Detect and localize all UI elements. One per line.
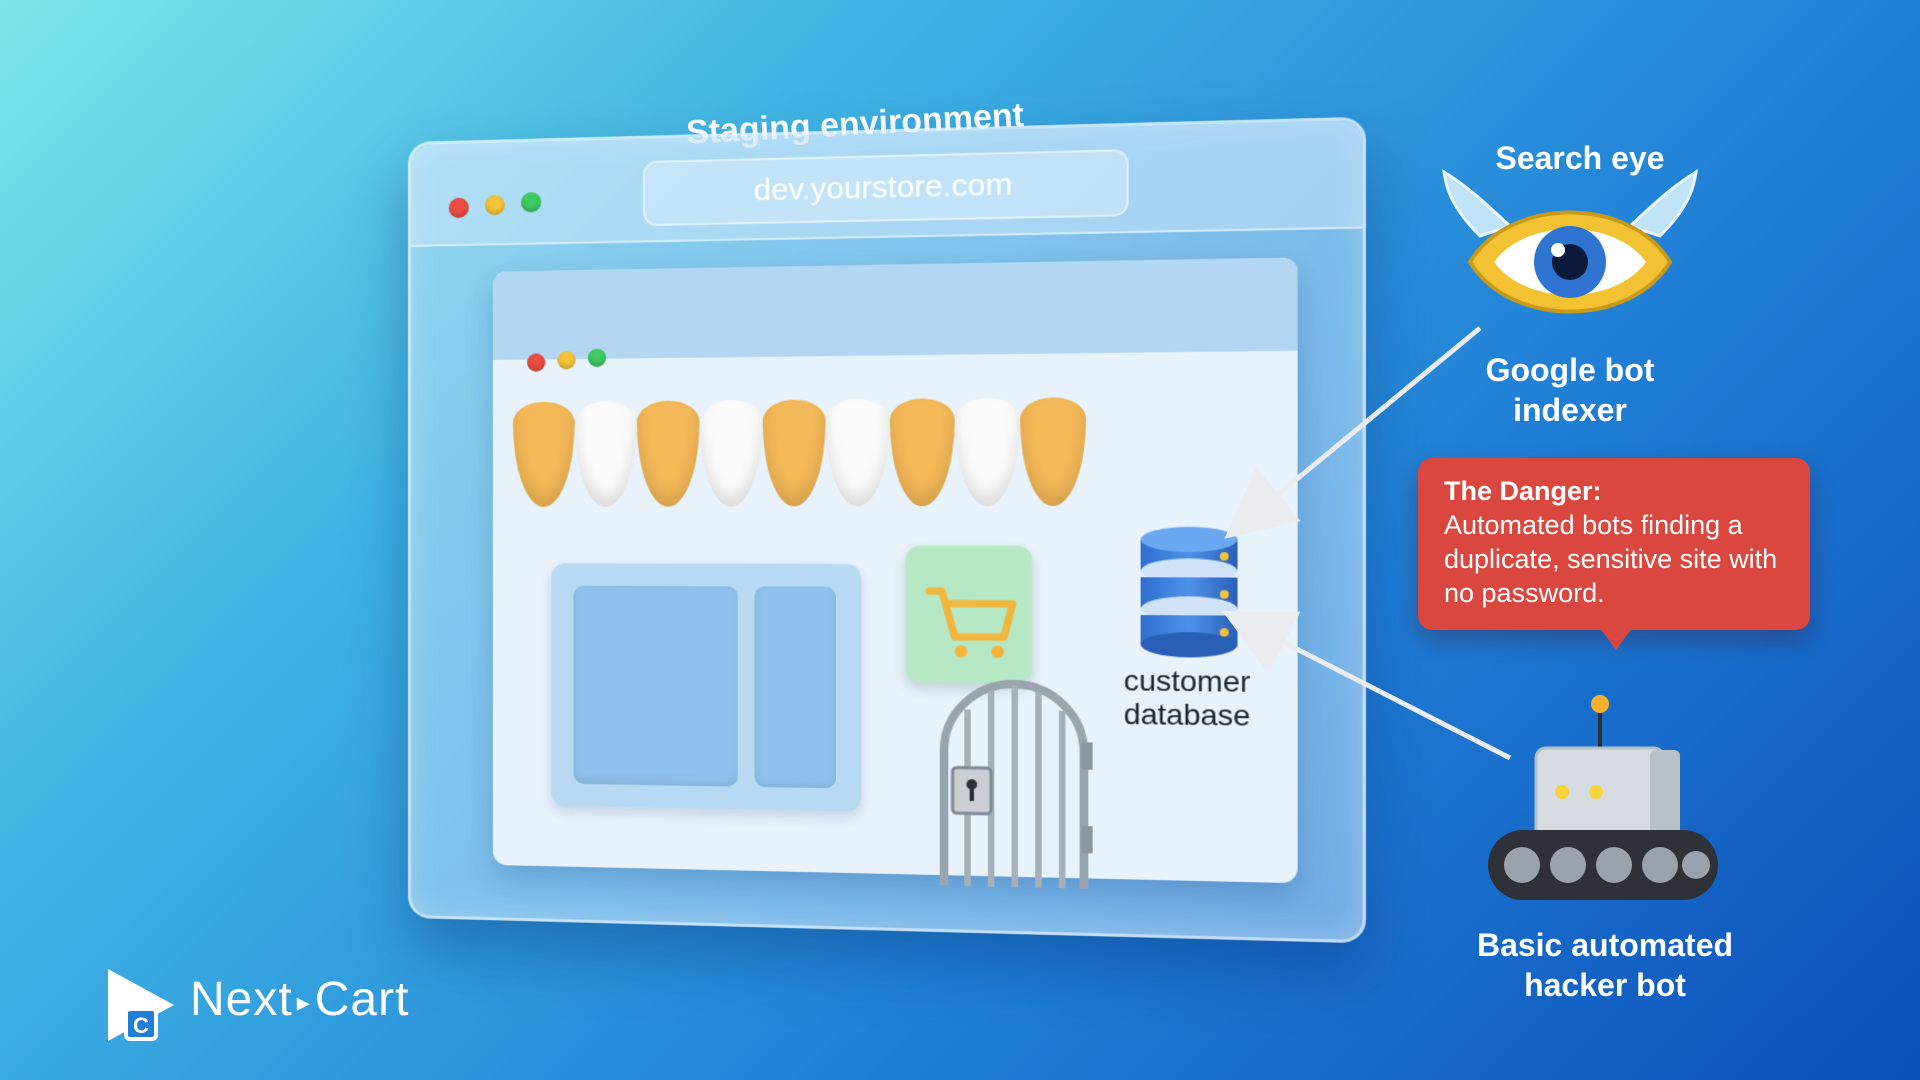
google-bot-label-line2: indexer (1420, 390, 1720, 430)
awning-icon (513, 397, 1086, 507)
hacker-bot-label: Basic automated hacker bot (1440, 925, 1770, 1005)
winged-eye-icon (1440, 166, 1700, 346)
window-pane-right (754, 586, 836, 788)
danger-title: The Danger: (1444, 474, 1784, 508)
inner-maximize-dot-icon (588, 349, 606, 367)
svg-text:C: C (133, 1013, 149, 1038)
cart-icon (906, 546, 1032, 684)
brand-separator-icon: ▸ (297, 987, 311, 1017)
inner-close-dot-icon (527, 353, 545, 371)
danger-text: Automated bots finding a duplicate, sens… (1444, 510, 1777, 608)
google-bot-label-line1: Google bot (1420, 350, 1720, 390)
storefront-window: customer database (493, 257, 1298, 883)
shop-display-window (551, 563, 861, 811)
brand-name-part1: Next (190, 973, 293, 1026)
google-bot-label: Google bot indexer (1420, 350, 1720, 430)
robot-icon (1470, 690, 1740, 920)
window-pane-left (574, 586, 738, 787)
nextcart-logo-icon: C (104, 965, 180, 1045)
inner-minimize-dot-icon (557, 351, 575, 369)
address-bar[interactable]: dev.yourstore.com (643, 149, 1129, 226)
brand-name: Next▸Cart (190, 972, 409, 1027)
danger-callout-tail (1600, 628, 1632, 650)
danger-callout: The Danger: Automated bots finding a dup… (1418, 458, 1810, 630)
gate-lock-icon (933, 668, 1094, 889)
hacker-bot-label-line1: Basic automated (1440, 925, 1770, 965)
hacker-bot-label-line2: hacker bot (1440, 965, 1770, 1005)
inner-browser-toolbar (493, 257, 1298, 360)
brand-name-part2: Cart (315, 973, 410, 1026)
